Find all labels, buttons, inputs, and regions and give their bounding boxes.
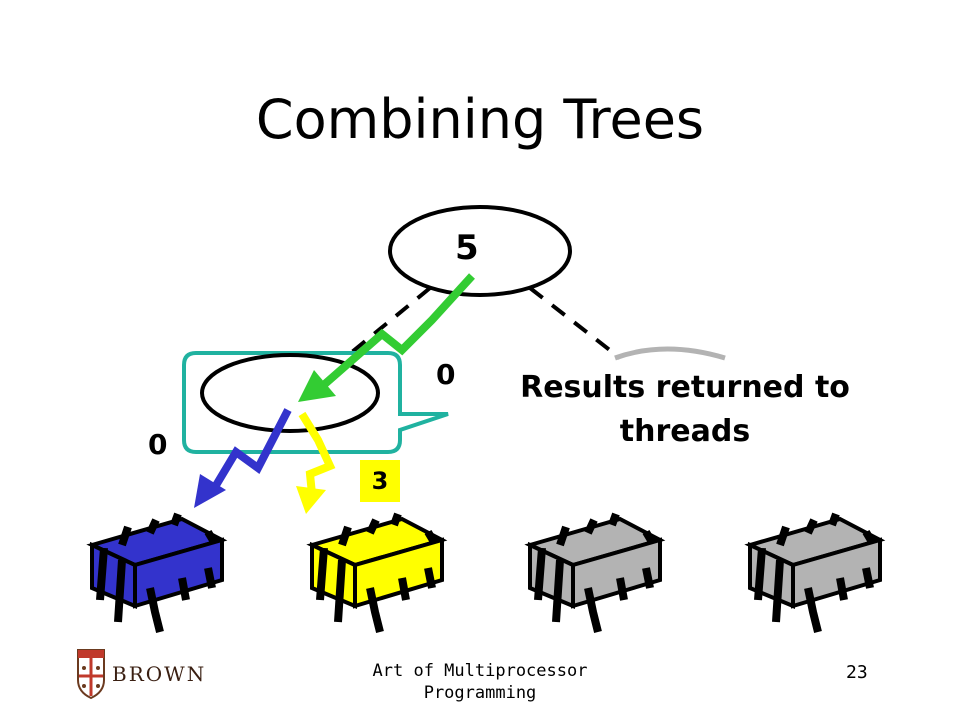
brown-logo-text: BROWN	[112, 662, 207, 686]
callout-line-2: threads	[619, 414, 751, 449]
left-child-node	[200, 353, 380, 433]
right-node-arc	[614, 346, 726, 361]
thread-chip-yellow	[306, 512, 448, 633]
root-node-value: 5	[455, 228, 479, 268]
brown-shield-icon	[77, 649, 105, 700]
left-child-value: 0	[436, 358, 456, 391]
callout-text: Results returned to threads	[500, 366, 870, 454]
thread-chip-blue	[86, 512, 228, 633]
footer-line-2: Programming	[423, 683, 537, 703]
blue-arrow-head	[194, 474, 226, 508]
blue-thread-value: 0	[148, 428, 168, 461]
yellow-result-arrow	[298, 411, 336, 495]
callout-line-1: Results returned to	[520, 370, 850, 405]
green-arrow-head	[298, 370, 336, 402]
slide-title: Combining Trees	[255, 88, 705, 151]
yellow-thread-value: 3	[360, 460, 400, 502]
tree-edge-left	[328, 286, 432, 372]
thread-chip-gray-1	[524, 512, 666, 633]
thread-chip-gray-2	[744, 512, 886, 633]
footer-line-1: Art of Multiprocessor	[372, 661, 588, 681]
root-node	[388, 205, 572, 297]
green-result-arrow	[315, 273, 475, 394]
blue-result-arrow	[208, 408, 292, 495]
tree-edge-right	[528, 286, 622, 360]
page-number: 23	[846, 662, 868, 683]
yellow-arrow-head	[296, 486, 326, 514]
footer-course-title: Art of Multiprocessor Programming	[360, 660, 600, 704]
